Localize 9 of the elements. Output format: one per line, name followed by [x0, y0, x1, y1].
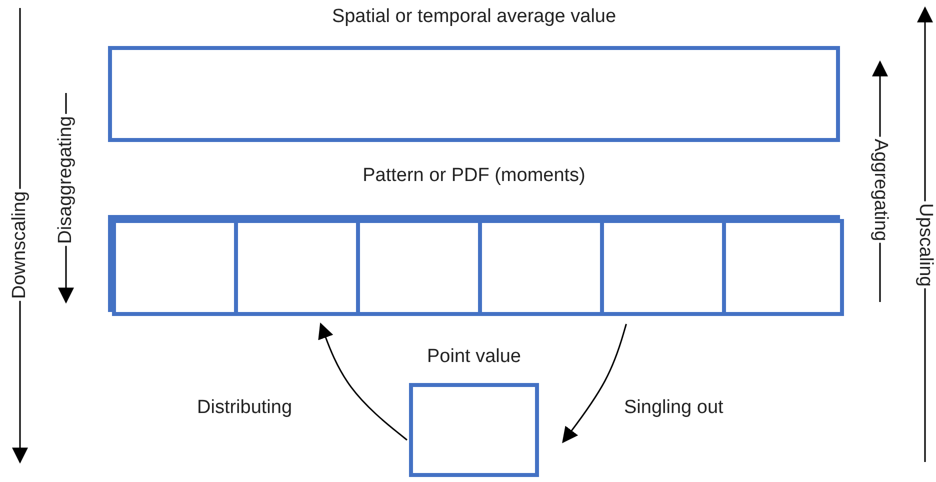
- direction-label: Disaggregating: [55, 114, 77, 246]
- direction-label: Upscaling: [914, 201, 936, 289]
- box-heading: Point value: [426, 346, 522, 368]
- box-heading: Spatial or temporal average value: [330, 6, 618, 28]
- edge-label: Singling out: [622, 397, 726, 419]
- curved-arrow: [562, 324, 627, 444]
- direction-label: Downscaling: [9, 189, 31, 301]
- curved-arrow: [318, 322, 408, 441]
- direction-label: Aggregating: [869, 136, 891, 244]
